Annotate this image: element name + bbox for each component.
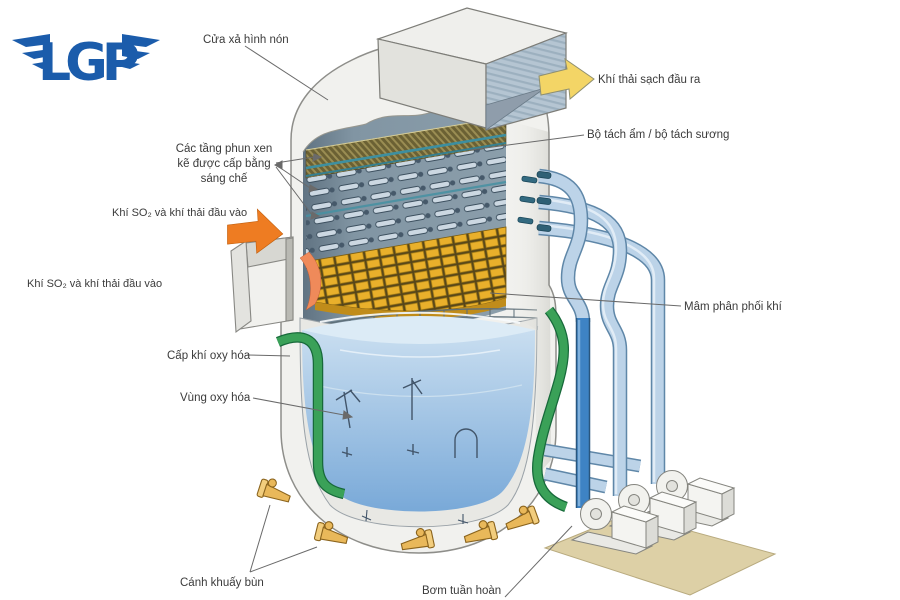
label-oxidation-zone: Vùng oxy hóa (180, 392, 251, 404)
leader-pump (504, 525, 573, 598)
outlet-duct (375, 7, 568, 131)
label-spray-layers: Các tầng phun xen kẽ được cấp bằng sáng … (175, 143, 273, 185)
agitator-4 (463, 520, 499, 544)
tower-right-wall (506, 120, 551, 478)
label-so2-inlet-left: Khí SO₂ và khí thải đầu vào (27, 278, 163, 290)
leader-spray-layers (273, 153, 323, 220)
label-so2-inlet-top: Khí SO₂ và khí thải đầu vào (112, 207, 248, 219)
logo-right-wing (122, 34, 160, 69)
leader-lines (244, 45, 682, 598)
slurry-agitators (256, 478, 540, 551)
inlet-gas-curve (299, 251, 322, 311)
label-oxidation-air: Cấp khí oxy hóa (167, 350, 251, 362)
lgp-logo: LGP (12, 33, 160, 93)
label-slurry-agitator: Cánh khuấy bùn (180, 577, 264, 589)
logo-left-wing (12, 34, 50, 69)
oxidation-air-pipe-left (275, 332, 346, 500)
inlet-arrow-icon (227, 208, 284, 254)
inlet-duct (230, 236, 294, 334)
leader-agitator (249, 504, 318, 573)
pipe-flange-stubs (536, 171, 552, 232)
slurry-surface (302, 316, 535, 344)
slurry-liquid (302, 330, 535, 512)
recirculation-pumps (570, 470, 736, 555)
leader-oxidation-air (246, 354, 291, 357)
oxidation-tank (299, 311, 538, 528)
leader-cone-outlet (244, 45, 329, 101)
agitator-2 (313, 521, 349, 545)
oxidation-air-pipe-right (533, 307, 568, 511)
leader-mist-eliminator (469, 134, 585, 151)
label-recirculation-pump: Bơm tuần hoàn (422, 585, 502, 597)
leader-gas-distribution-tray (489, 292, 682, 307)
label-clean-gas-out: Khí thải sạch đầu ra (598, 74, 701, 86)
internal-agitator-sketches (335, 378, 478, 524)
agitator-3 (400, 528, 435, 551)
tower-cutaway-interior (299, 108, 539, 347)
side-nozzle-stubs (517, 175, 538, 225)
recirculation-pipe-3 (538, 220, 666, 484)
logo-text: LGP (38, 33, 138, 93)
label-cone-outlet: Cửa xả hình nón (203, 34, 289, 46)
agitator-1 (256, 478, 291, 503)
label-mist-eliminator: Bộ tách ẩm / bộ tách sương (587, 129, 730, 141)
tank-manway-arch (454, 428, 478, 458)
agitator-5 (505, 505, 540, 531)
leader-oxidation-zone (252, 397, 354, 420)
label-gas-distribution-tray: Mâm phân phối khí (684, 301, 782, 313)
pump-unit-1 (570, 498, 660, 555)
recirculation-pipe-2 (538, 194, 628, 496)
outlet-arrow-icon (538, 57, 595, 100)
recirculation-riser-dark (575, 318, 591, 508)
